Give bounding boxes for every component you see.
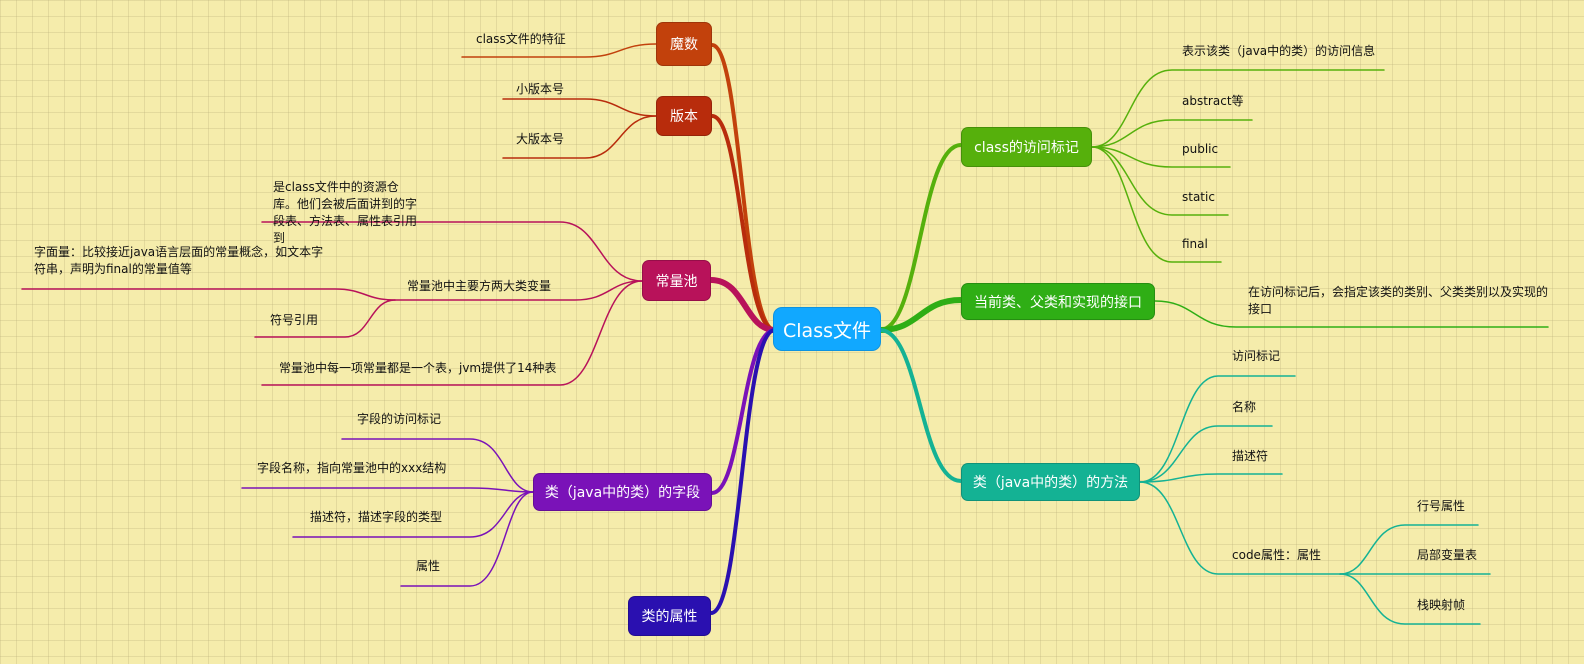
fields-leaf-access[interactable]: 字段的访问标记: [357, 412, 442, 426]
branch-access-flags-label: class的访问标记: [974, 140, 1079, 156]
branch-magic[interactable]: 魔数: [656, 22, 712, 66]
branch-constant-pool-label: 常量池: [655, 273, 698, 290]
access-flags-leaf-public[interactable]: public: [1182, 142, 1219, 156]
branch-methods[interactable]: 类（java中的类）的方法: [961, 463, 1140, 501]
magic-leaf[interactable]: class文件的特征: [476, 32, 566, 46]
root-to-interfaces-connector: [877, 297, 964, 333]
constant-pool-tables-leaf[interactable]: 常量池中每一项常量都是一个表，jvm提供了14种表: [279, 361, 557, 375]
version-child-connector-1: [502, 98, 657, 117]
root-to-version-connector: [710, 114, 777, 332]
fields-leaf-descriptor[interactable]: 描述符，描述字段的类型: [310, 510, 443, 524]
root-node[interactable]: Class文件: [773, 307, 881, 351]
access-flags-child-connector-1: [1091, 69, 1385, 148]
code-attr-leaf-line-number[interactable]: 行号属性: [1417, 499, 1466, 513]
constant-pool-desc-leaf[interactable]: 是class文件中的资源仓库。他们会被后面讲到的字段表、方法表、属性表引用到: [273, 180, 418, 245]
root-to-class-attrs-connector: [709, 328, 777, 615]
fields-child-connector-1: [341, 438, 534, 493]
fields-child-connector-3: [292, 491, 534, 538]
interfaces-child-connector: [1154, 300, 1549, 328]
access-flags-child-connector-4: [1091, 146, 1229, 216]
methods-child-connector-1: [1139, 375, 1296, 483]
constant-pool-symbol-connector: [254, 299, 396, 338]
methods-leaf-descriptor[interactable]: 描述符: [1232, 449, 1269, 463]
branch-class-attrs-label: 类的属性: [641, 609, 698, 625]
branch-fields[interactable]: 类（java中的类）的字段: [533, 473, 712, 511]
branch-interfaces[interactable]: 当前类、父类和实现的接口: [961, 283, 1155, 320]
root-to-magic-connector: [710, 43, 777, 332]
access-flags-leaf-info[interactable]: 表示该类（java中的类）的访问信息: [1182, 44, 1376, 58]
branch-magic-label: 魔数: [670, 37, 698, 53]
root-to-methods-connector: [878, 328, 963, 483]
constant-pool-symbol-ref-leaf[interactable]: 符号引用: [270, 313, 319, 327]
root-to-access-flags-connector: [878, 143, 963, 332]
access-flags-child-connector-2: [1091, 119, 1253, 148]
methods-leaf-name[interactable]: 名称: [1232, 400, 1257, 414]
branch-constant-pool[interactable]: 常量池: [642, 260, 711, 301]
access-flags-child-connector-5: [1091, 146, 1222, 263]
branch-version[interactable]: 版本: [656, 96, 712, 136]
version-child-connector-2: [502, 115, 657, 159]
access-flags-leaf-static[interactable]: static: [1182, 190, 1215, 204]
branch-methods-label: 类（java中的类）的方法: [972, 475, 1129, 491]
branch-version-label: 版本: [670, 109, 698, 125]
methods-leaf-access[interactable]: 访问标记: [1232, 349, 1281, 363]
branch-fields-label: 类（java中的类）的字段: [544, 485, 701, 501]
fields-leaf-name[interactable]: 字段名称，指向常量池中的xxx结构: [257, 461, 447, 475]
fields-child-connector-4: [400, 491, 534, 587]
code-attr-leaf-stack-map[interactable]: 栈映射帧: [1417, 598, 1466, 612]
methods-leaf-code-attr[interactable]: code属性：属性: [1232, 548, 1321, 562]
branch-interfaces-label: 当前类、父类和实现的接口: [974, 294, 1142, 311]
methods-child-connector-3: [1139, 473, 1283, 483]
version-leaf-minor[interactable]: 小版本号: [516, 82, 565, 96]
version-leaf-major[interactable]: 大版本号: [516, 132, 565, 146]
interfaces-leaf-desc[interactable]: 在访问标记后，会指定该类的类别、父类类别以及实现的接口: [1248, 285, 1549, 316]
constant-pool-types-connector: [394, 280, 643, 301]
branch-access-flags[interactable]: class的访问标记: [961, 127, 1092, 167]
fields-leaf-attrs[interactable]: 属性: [416, 559, 441, 573]
code-attr-leaf-local-vars[interactable]: 局部变量表: [1417, 548, 1478, 562]
root-to-constant-pool-connector: [708, 277, 778, 333]
constant-pool-literal-connector: [21, 288, 396, 301]
fields-child-connector-2: [241, 487, 534, 493]
constant-pool-desc-connector: [261, 221, 643, 282]
methods-child-connector-2: [1139, 425, 1273, 483]
constant-pool-two-types-leaf[interactable]: 常量池中主要方两大类变量: [407, 279, 552, 293]
code-attr-child-connector-1: [1339, 524, 1479, 575]
root-label: Class文件: [783, 319, 871, 342]
methods-child-connector-4: [1139, 481, 1341, 575]
root-to-fields-connector: [710, 328, 777, 495]
access-flags-leaf-abstract[interactable]: abstract等: [1182, 94, 1244, 108]
magic-child-connector: [461, 43, 657, 58]
access-flags-leaf-final[interactable]: final: [1182, 237, 1208, 251]
code-attr-child-connector-3: [1339, 573, 1481, 625]
access-flags-child-connector-3: [1091, 146, 1231, 168]
constant-pool-tables-connector: [261, 280, 643, 386]
branch-class-attrs[interactable]: 类的属性: [628, 596, 711, 636]
constant-pool-literal-leaf[interactable]: 字面量：比较接近java语言层面的常量概念，如文本字符串，声明为final的常量…: [34, 245, 324, 276]
